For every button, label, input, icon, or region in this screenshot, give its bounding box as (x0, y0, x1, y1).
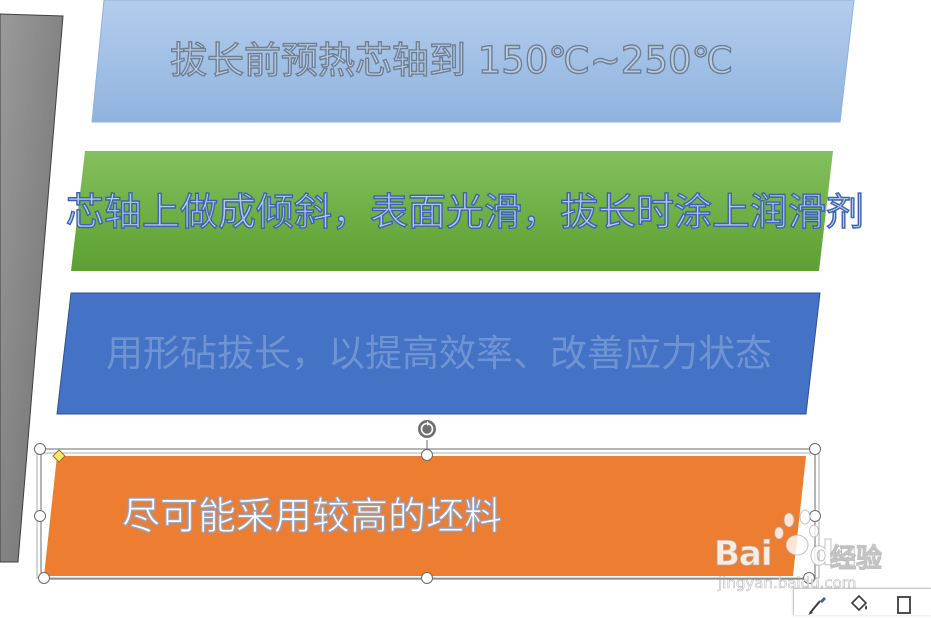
style-brush-icon[interactable] (804, 593, 830, 615)
shape-mandrel-text: 芯轴上做成倾斜，表面光滑，拔长时涂上润滑剂 (65, 190, 865, 234)
adjust-handle[interactable] (52, 449, 66, 463)
shape-billet-text[interactable]: 尽可能采用较高的坯料 (121, 494, 503, 538)
watermark-product: 经验 (829, 544, 883, 575)
shape-preheat[interactable] (91, 0, 855, 123)
shape-mandrel[interactable] (71, 151, 833, 271)
rotate-handle-icon[interactable] (418, 420, 436, 438)
mini-format-toolbar (793, 588, 931, 615)
shape-anvil[interactable] (56, 292, 821, 415)
shape-anvil-text: 用形砧拔长，以提高效率、改善应力状态 (106, 332, 772, 375)
resize-handles[interactable] (34, 443, 821, 584)
left-gray-shape[interactable] (0, 13, 64, 563)
fill-bucket-icon[interactable] (846, 593, 872, 615)
outline-icon[interactable] (892, 593, 918, 615)
shape-billet[interactable] (44, 456, 806, 576)
watermark-url: jingyan.baidu.com (718, 574, 857, 593)
shape-preheat-text: 拔长前预热芯轴到 150℃~250℃ (169, 39, 734, 82)
baidu-paw-icon (774, 509, 819, 556)
